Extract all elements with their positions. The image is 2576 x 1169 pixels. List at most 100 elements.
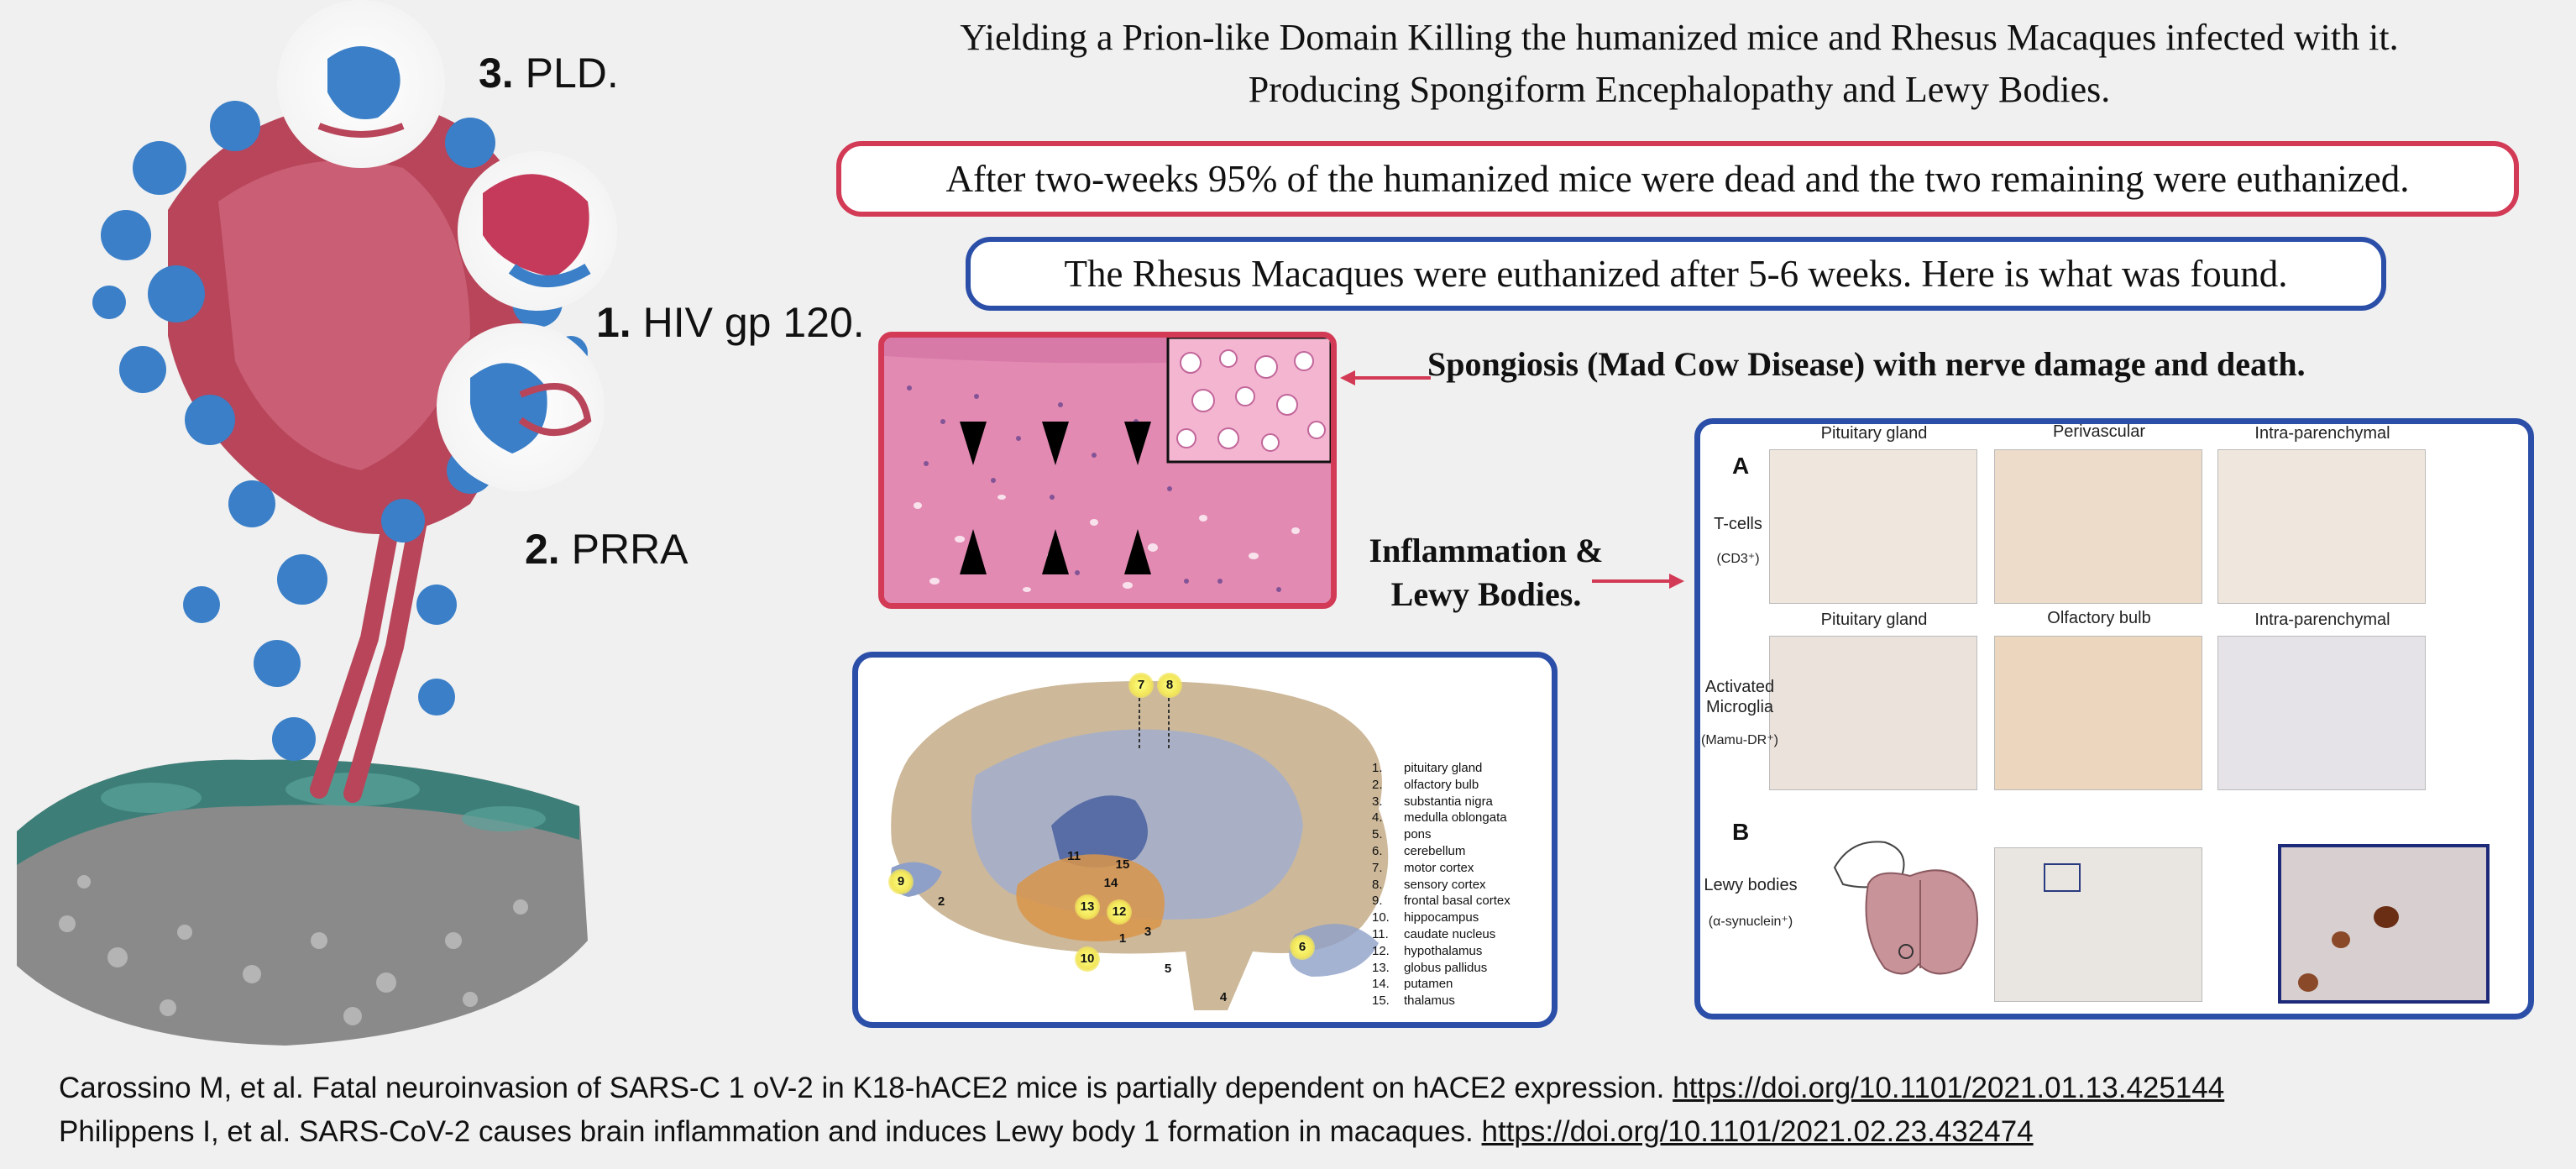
- arrowheads: [960, 422, 1151, 574]
- legend-number: 5.: [1372, 827, 1383, 842]
- legend-label: globus pallidus: [1404, 960, 1488, 975]
- zoom-circle-pld: [277, 0, 445, 168]
- brain-marker: 13: [1075, 894, 1100, 920]
- lewy-bodies-label: Lewy bodies: [1704, 876, 1798, 894]
- row2-col3-header: Intra-parenchymal: [2254, 611, 2390, 629]
- legend-number: 13.: [1372, 960, 1390, 975]
- legend-item: 2. olfactory bulb: [1372, 777, 1511, 794]
- microglia-label-2: Microglia: [1705, 698, 1774, 716]
- hiv-gp120-label: 1. HIV gp 120.: [596, 299, 865, 346]
- legend-number: 6.: [1372, 843, 1383, 858]
- brain-legend: 1. pituitary gland 2. olfactory bulb 3.subst…: [1372, 760, 1511, 1009]
- macaque-result-banner: The Rhesus Macaques were euthanized afte…: [966, 237, 2386, 311]
- legend-label: medulla oblongata: [1404, 810, 1507, 826]
- spongiosis-arrow: [1340, 370, 1431, 385]
- brain-marker: 14: [1103, 876, 1118, 890]
- legend-number: 9.: [1372, 894, 1383, 909]
- microglia-marker: (Mamu-DR⁺): [1701, 733, 1778, 747]
- legend-label: pituitary gland: [1404, 761, 1483, 775]
- row2-col2-header: Olfactory bulb: [2047, 609, 2151, 627]
- legend-number: 1.: [1372, 761, 1383, 775]
- brain-marker: 3: [1144, 925, 1152, 939]
- brain-marker: 2: [937, 894, 945, 909]
- legend-number: 14.: [1372, 977, 1390, 992]
- brain-marker: 8: [1157, 673, 1182, 698]
- zoom-circle-prra: [437, 323, 605, 491]
- brain-marker: 7: [1128, 673, 1154, 698]
- tcell-pituitary-tile: [1769, 449, 1977, 604]
- spongiosis-caption: Spongiosis (Mad Cow Disease) with nerve …: [1427, 345, 2306, 383]
- legend-label: hippocampus: [1404, 910, 1479, 925]
- protein-stalk: [310, 495, 429, 803]
- microglia-label-1: Activated: [1704, 678, 1775, 696]
- legend-label: motor cortex: [1404, 860, 1474, 875]
- legend-item: 7. motor cortex: [1372, 860, 1511, 877]
- brain-marker: 11: [1067, 849, 1081, 863]
- inflammation-line-2: Lewy Bodies.: [1390, 575, 1582, 613]
- brain-marker: 12: [1107, 899, 1132, 925]
- legend-label: hypothalamus: [1404, 943, 1483, 958]
- tcell-parenchymal-tile: [2217, 449, 2426, 604]
- prra-label: 2. PRRA: [525, 526, 689, 573]
- legend-item: 4. medulla oblongata: [1372, 810, 1511, 826]
- legend-item: 3.substantia nigra: [1372, 794, 1511, 810]
- brain-marker: 10: [1075, 946, 1100, 972]
- brain-marker: 15: [1115, 857, 1130, 872]
- legend-label: olfactory bulb: [1404, 777, 1479, 792]
- inflammation-line-1: Inflammation &: [1369, 532, 1604, 569]
- section-b-label: B: [1732, 819, 1750, 845]
- brain-marker: 4: [1219, 990, 1228, 1004]
- inflammation-arrow: [1592, 574, 1684, 589]
- headline: Yielding a Prion-like Domain Killing the…: [840, 12, 2519, 116]
- spike-protein-graphic: [17, 0, 617, 1046]
- citation-1-link[interactable]: https://doi.org/10.1101/2021.01.13.42514…: [1673, 1072, 2225, 1104]
- citation-2-link[interactable]: https://doi.org/10.1101/2021.02.23.43247…: [1481, 1115, 2034, 1148]
- row1-col3-header: Intra-parenchymal: [2254, 424, 2390, 443]
- legend-label: frontal basal cortex: [1404, 894, 1511, 909]
- lewy-bodies-highmag-tile: [2278, 844, 2490, 1004]
- legend-number: 4.: [1372, 810, 1383, 826]
- legend-number: 7.: [1372, 860, 1383, 875]
- membrane-graphic: [17, 759, 588, 1046]
- legend-number: 2.: [1372, 777, 1383, 792]
- legend-number: 15.: [1372, 993, 1390, 1009]
- pld-label: 3. PLD.: [479, 50, 619, 97]
- row2-col1-header: Pituitary gland: [1820, 611, 1928, 629]
- legend-item: 15. thalamus: [1372, 993, 1511, 1009]
- legend-label: thalamus: [1404, 993, 1455, 1009]
- headline-line-2: Producing Spongiform Encephalopathy and …: [1248, 69, 2111, 110]
- inflammation-caption: Inflammation & Lewy Bodies.: [1343, 529, 1629, 616]
- lewy-bodies-lowmag-tile: [1994, 847, 2202, 1002]
- microglia-parenchymal-tile: [2217, 636, 2426, 790]
- spongiosis-histology-image: [878, 332, 1337, 609]
- citation-1-text: Carossino M, et al. Fatal neuroinvasion …: [59, 1072, 1673, 1104]
- legend-item: 14. putamen: [1372, 976, 1511, 993]
- macaque-brain-sketch: [1833, 841, 1978, 975]
- legend-number: 8.: [1372, 877, 1383, 892]
- legend-label: substantia nigra: [1404, 794, 1493, 809]
- brain-marker: 9: [888, 869, 914, 894]
- tcell-perivascular-tile: [1994, 449, 2202, 604]
- microglia-pituitary-tile: [1769, 636, 1977, 790]
- tcells-marker: (CD3⁺): [1716, 552, 1760, 566]
- histology-graphic: [884, 338, 1331, 603]
- legend-number: 10.: [1372, 910, 1390, 925]
- tcells-label: T-cells: [1714, 515, 1762, 533]
- zoom-circle-hiv: [458, 151, 617, 311]
- microglia-olfactory-tile: [1994, 636, 2202, 790]
- legend-item: 10. hippocampus: [1372, 910, 1511, 926]
- legend-item: 13. globus pallidus: [1372, 960, 1511, 977]
- legend-item: 11.caudate nucleus: [1372, 926, 1511, 943]
- legend-item: 6. cerebellum: [1372, 843, 1511, 860]
- row1-col1-header: Pituitary gland: [1820, 424, 1928, 443]
- lewy-bodies-marker: (α-synuclein⁺): [1708, 915, 1793, 929]
- legend-label: cerebellum: [1404, 843, 1466, 858]
- legend-label: putamen: [1404, 977, 1453, 992]
- spike-protein-illustration: [0, 0, 924, 1058]
- legend-item: 9. frontal basal cortex: [1372, 893, 1511, 910]
- legend-number: 12.: [1372, 943, 1390, 958]
- brain-marker: 6: [1290, 935, 1315, 960]
- neuroinflammation-micrographs: A B Pituitary gland Perivascular Intra-p…: [1694, 418, 2534, 1020]
- legend-label: caudate nucleus: [1404, 926, 1496, 941]
- legend-label: sensory cortex: [1404, 877, 1486, 892]
